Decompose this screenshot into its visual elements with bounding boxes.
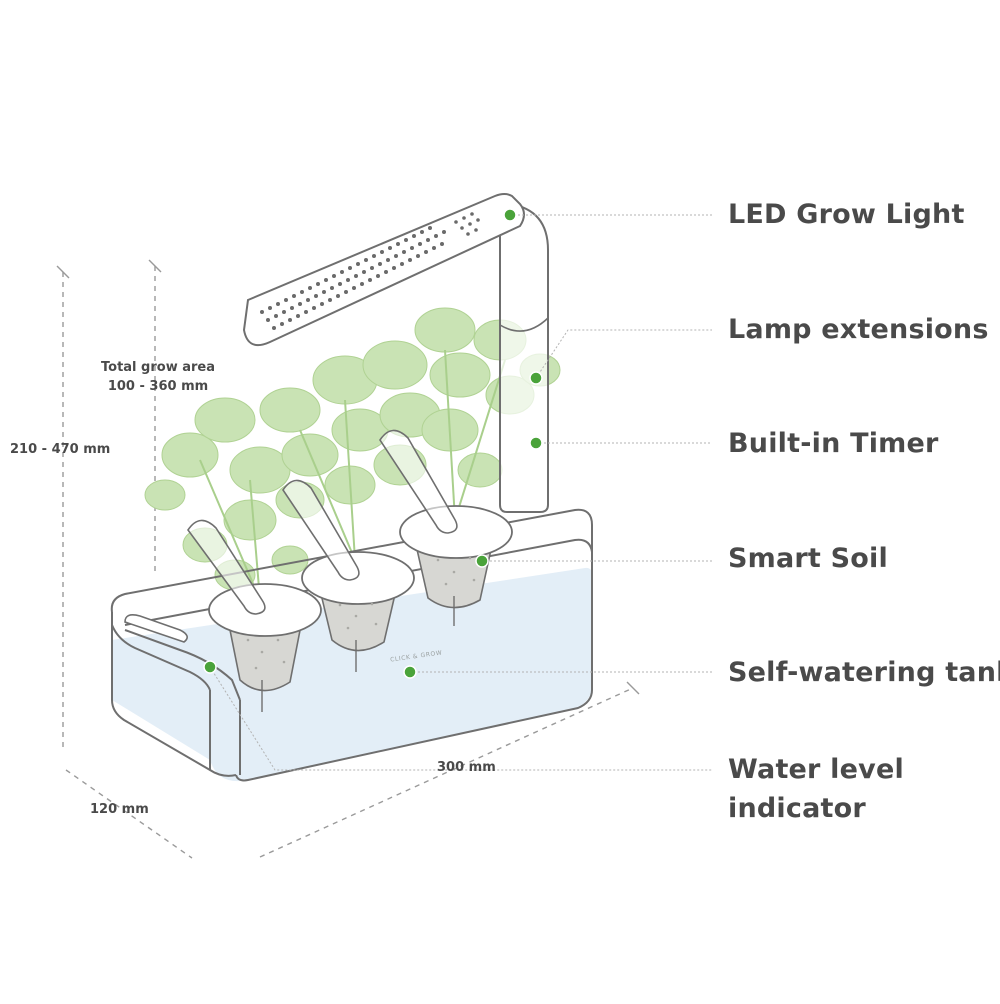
callout-label-smart-soil: Smart Soil — [728, 543, 888, 574]
led-lamp-head — [242, 193, 525, 346]
pod-3 — [379, 429, 513, 626]
callout-label-water-level-line2: indicator — [728, 793, 866, 824]
height-guide-tick-top — [56, 265, 70, 279]
callout-label-water-level-line1: Water level — [728, 754, 904, 785]
grow-area-label-line1: Total grow area — [101, 360, 215, 375]
callout-label-water-level-indicator: Water level indicator — [728, 750, 904, 828]
callout-label-led-grow-light: LED Grow Light — [728, 199, 965, 230]
marker-smart-soil — [475, 554, 489, 568]
callout-label-built-in-timer: Built-in Timer — [728, 428, 939, 459]
lamp-arm — [499, 203, 549, 513]
width-guide-tick — [626, 681, 640, 695]
water-level-float — [124, 614, 188, 643]
marker-lamp-extensions — [529, 371, 543, 385]
dimension-guides — [56, 259, 640, 859]
pod-1 — [187, 519, 322, 712]
callout-label-lamp-extensions: Lamp extensions — [728, 314, 989, 345]
plant-foliage — [144, 307, 561, 591]
width-label: 300 mm — [437, 760, 496, 775]
marker-led-grow-light — [503, 208, 517, 222]
leader-water-level-indicator — [209, 666, 712, 771]
leader-lamp-extensions — [535, 329, 712, 379]
depth-label: 120 mm — [90, 802, 149, 817]
led-holes — [260, 212, 480, 330]
grow-area-guide-tick-top — [148, 259, 162, 273]
plant-stems — [199, 349, 506, 601]
callout-markers — [203, 208, 543, 679]
leader-lines — [209, 214, 712, 771]
lamp-extension-joint — [499, 317, 549, 332]
tank-water — [112, 567, 592, 782]
callout-label-self-watering-tank: Self-watering tank — [728, 657, 1000, 688]
tank-front-top — [111, 624, 211, 691]
tank-body — [110, 508, 593, 782]
tank-top-rim — [110, 508, 593, 613]
width-guide-line — [259, 687, 634, 858]
tank-front-edge — [111, 612, 237, 777]
marker-water-level-indicator — [203, 660, 217, 674]
height-label: 210 - 470 mm — [10, 442, 111, 457]
marker-built-in-timer — [529, 436, 543, 450]
marker-self-watering-tank — [403, 665, 417, 679]
grow-area-label: Total grow area 100 - 360 mm — [91, 358, 225, 396]
tank-right-side — [235, 525, 593, 782]
soil-texture — [246, 556, 476, 670]
grow-area-label-line2: 100 - 360 mm — [107, 379, 209, 394]
